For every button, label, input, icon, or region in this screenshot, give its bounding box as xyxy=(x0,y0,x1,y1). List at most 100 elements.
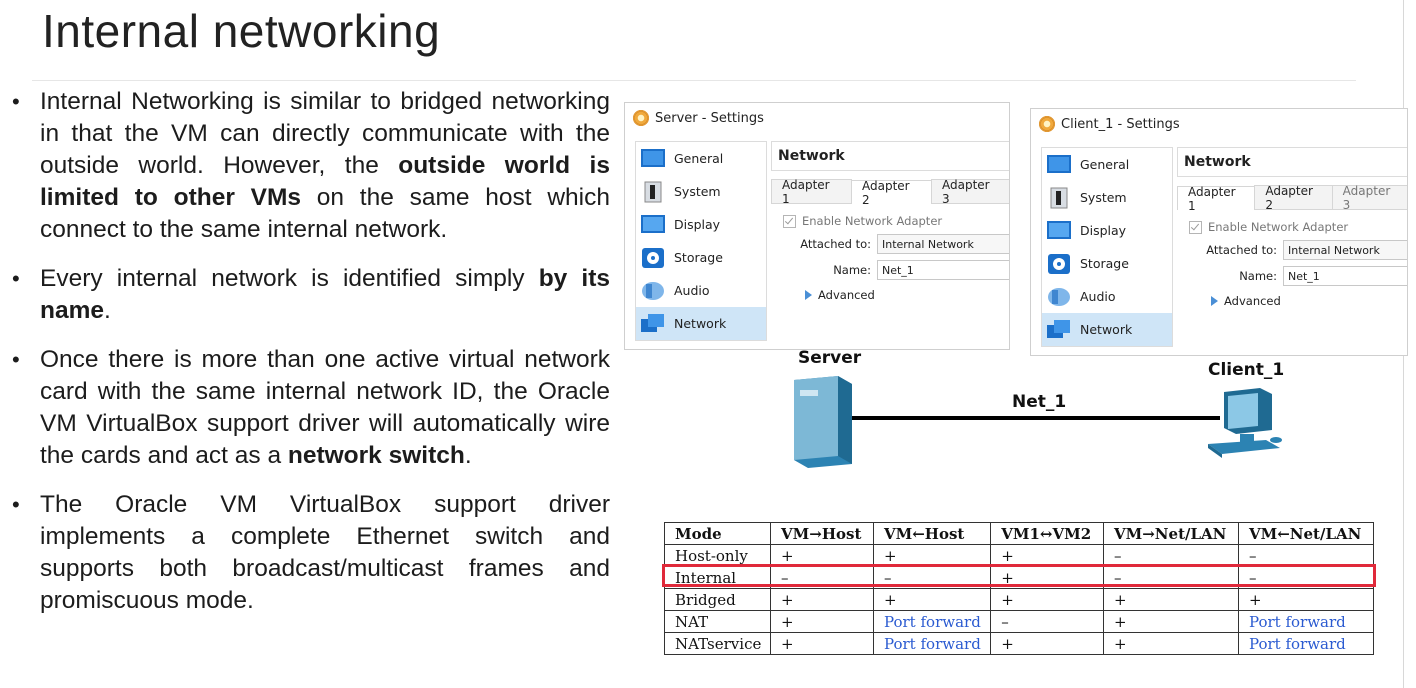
sidebar-item-network[interactable]: Network xyxy=(636,307,766,340)
attached-to-label: Attached to: xyxy=(800,237,871,251)
audio-icon xyxy=(640,280,666,302)
table-cell: Port forward xyxy=(1237,610,1375,633)
net-link-label: Net_1 xyxy=(1012,392,1067,412)
tab-adapter-3[interactable]: Adapter 3 xyxy=(1331,184,1407,212)
sidebar-item-label: General xyxy=(674,151,724,166)
table-cell: – xyxy=(990,610,1104,633)
table-cell: + xyxy=(990,588,1104,611)
bullet-emphasis: outside world is limited to other VMs xyxy=(40,152,610,211)
client-computer-icon xyxy=(1208,388,1282,458)
sidebar-item-label: Display xyxy=(674,217,721,232)
enable-adapter-checkbox[interactable] xyxy=(783,214,796,228)
tab-adapter-2[interactable]: Adapter 2 xyxy=(851,179,932,207)
table-header-cell: VM1↔VM2 xyxy=(990,522,1104,545)
sidebar-item-label: Audio xyxy=(674,283,710,298)
display-icon xyxy=(640,214,666,236)
panel-title: Network xyxy=(771,141,1009,171)
attached-to-label: Attached to: xyxy=(1206,243,1277,257)
sidebar-item-label: System xyxy=(674,184,721,199)
tab-adapter-2[interactable]: Adapter 2 xyxy=(1254,184,1333,212)
gear-icon xyxy=(633,110,649,126)
bullet-dot: • xyxy=(12,89,20,114)
audio-icon xyxy=(1046,286,1072,308)
network-name-select[interactable]: Net_1 xyxy=(877,260,1009,280)
window-titlebar: Client_1 - Settings xyxy=(1031,109,1407,139)
storage-icon xyxy=(1046,253,1072,275)
bullet-text: . xyxy=(104,297,111,324)
sidebar-item-storage[interactable]: Storage xyxy=(1042,247,1172,280)
general-icon xyxy=(640,148,666,170)
sidebar-item-label: Storage xyxy=(674,250,723,265)
system-icon xyxy=(1046,187,1072,209)
enable-adapter-checkbox[interactable] xyxy=(1189,220,1202,234)
bullet-text: . xyxy=(464,442,472,469)
bullet-dot: • xyxy=(12,266,20,291)
table-cell: + xyxy=(1103,588,1239,611)
advanced-label: Advanced xyxy=(818,288,875,302)
sidebar-item-audio[interactable]: Audio xyxy=(636,274,766,307)
tab-adapter-1[interactable]: Adapter 1 xyxy=(1177,185,1256,213)
sidebar-item-network[interactable]: Network xyxy=(1042,313,1172,346)
attached-to-select[interactable]: Internal Network xyxy=(877,234,1009,254)
tab-adapter-1[interactable]: Adapter 1 xyxy=(771,178,852,206)
bullet-text: Every internal network is identified sim… xyxy=(40,265,539,292)
table-cell: + xyxy=(990,632,1104,655)
sidebar-item-system[interactable]: System xyxy=(1042,181,1172,214)
mode-name-cell: NATservice xyxy=(663,632,772,655)
advanced-toggle[interactable]: Advanced xyxy=(1177,294,1407,308)
bullet-item: •Internal Networking is similar to bridg… xyxy=(10,86,610,246)
general-icon xyxy=(1046,154,1072,176)
network-icon xyxy=(640,313,666,335)
table-cell: Port forward xyxy=(872,632,992,655)
name-label: Name: xyxy=(1239,269,1277,283)
bullet-item: •Once there is more than one active virt… xyxy=(10,344,610,472)
display-icon xyxy=(1046,220,1072,242)
advanced-toggle[interactable]: Advanced xyxy=(771,288,1009,302)
gear-icon xyxy=(1039,116,1055,132)
enable-adapter-label: Enable Network Adapter xyxy=(1208,220,1349,234)
sidebar-item-display[interactable]: Display xyxy=(1042,214,1172,247)
table-cell: Port forward xyxy=(1237,632,1375,655)
mode-name-cell: Internal xyxy=(663,566,772,589)
network-diagram xyxy=(794,376,1282,468)
tab-adapter-3[interactable]: Adapter 3 xyxy=(931,178,1009,206)
network-name-select[interactable]: Net_1 xyxy=(1283,266,1407,286)
server-label: Server xyxy=(798,348,862,368)
bullet-text: Once there is more than one active virtu… xyxy=(40,346,610,469)
advanced-label: Advanced xyxy=(1224,294,1281,308)
table-cell: + xyxy=(1103,610,1239,633)
sidebar-item-label: Audio xyxy=(1080,289,1116,304)
table-cell: + xyxy=(872,588,992,611)
mode-name-cell: NAT xyxy=(663,610,772,633)
expand-triangle-icon xyxy=(1211,296,1218,306)
sidebar-item-general[interactable]: General xyxy=(636,142,766,175)
sidebar-item-storage[interactable]: Storage xyxy=(636,241,766,274)
table-cell: + xyxy=(990,544,1104,567)
client-label: Client_1 xyxy=(1208,360,1285,380)
attached-to-select[interactable]: Internal Network xyxy=(1283,240,1407,260)
sidebar-item-system[interactable]: System xyxy=(636,175,766,208)
sidebar-item-audio[interactable]: Audio xyxy=(1042,280,1172,313)
network-icon xyxy=(1046,319,1072,341)
sidebar-item-display[interactable]: Display xyxy=(636,208,766,241)
sidebar-item-label: Display xyxy=(1080,223,1127,238)
storage-icon xyxy=(640,247,666,269)
table-row: Bridged+++++ xyxy=(663,588,1375,611)
sidebar-item-general[interactable]: General xyxy=(1042,148,1172,181)
bullet-item: • Every internal network is identified si… xyxy=(10,263,610,327)
slide-title: Internal networking xyxy=(42,5,441,57)
table-row: NAT+Port forward–+Port forward xyxy=(663,610,1375,633)
enable-adapter-label: Enable Network Adapter xyxy=(802,214,943,228)
table-cell: + xyxy=(770,610,874,633)
table-cell: Port forward xyxy=(872,610,992,633)
table-cell: + xyxy=(770,588,874,611)
bullet-item: •The Oracle VM VirtualBox support driver… xyxy=(10,489,610,617)
